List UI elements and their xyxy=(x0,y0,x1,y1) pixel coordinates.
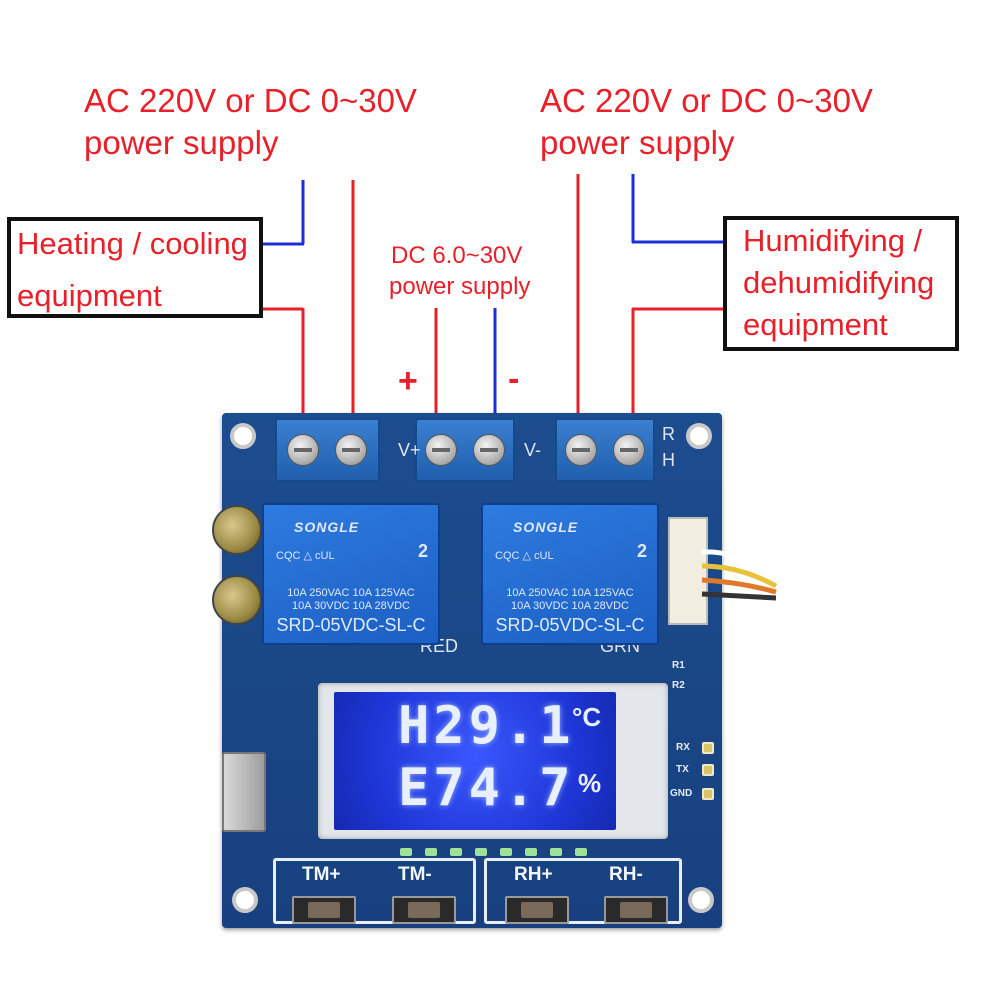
relay-spec-line2: 10A 30VDC 10A 28VDC xyxy=(510,600,630,612)
capacitor xyxy=(212,505,262,555)
relay-model: SRD-05VDC-SL-C xyxy=(276,615,426,635)
silk-tx: TX xyxy=(676,764,689,775)
left-box-line2: equipment xyxy=(17,278,162,313)
mount-hole-bl xyxy=(232,887,258,913)
right-box-line3: equipment xyxy=(743,307,888,342)
right-box-line2: dehumidifying xyxy=(743,265,935,300)
silk-gnd: GND xyxy=(670,788,693,799)
dc-supply-line1: DC 6.0~30V xyxy=(391,242,523,269)
mount-hole-tl xyxy=(230,423,256,449)
lcd-temp-unit: °C xyxy=(572,702,602,732)
heating-cooling-box: Heating / cooling equipment xyxy=(7,217,263,318)
relay-spec: 10A 250VAC 10A 125VAC 10A 30VDC 10A 28VD… xyxy=(270,587,432,613)
silk-v-plus: V+ xyxy=(398,440,421,460)
led xyxy=(425,848,437,856)
screw xyxy=(565,434,597,466)
lcd-display: H29.1 °C E74.7 % xyxy=(334,692,616,830)
pad-tx xyxy=(702,764,714,776)
tm-plus-button[interactable] xyxy=(292,896,356,924)
label-tm-plus: TM+ xyxy=(302,864,341,885)
screw xyxy=(335,434,367,466)
screw xyxy=(287,434,319,466)
right-box-line1: Humidifying / xyxy=(743,223,923,258)
relay-brand: SONGLE xyxy=(513,519,579,535)
led xyxy=(550,848,562,856)
silk-r1: R1 xyxy=(672,660,685,671)
mount-hole-tr xyxy=(686,423,712,449)
plus-label: + xyxy=(398,362,418,400)
led xyxy=(500,848,512,856)
relay-spec-line1: 10A 250VAC 10A 125VAC xyxy=(287,587,415,599)
relay-spec-line1: 10A 250VAC 10A 125VAC xyxy=(506,587,634,599)
right-supply-line2: power supply xyxy=(540,124,735,161)
silk-rh-r: R xyxy=(662,424,675,444)
button-panel-temp xyxy=(273,858,476,924)
relay-number: 2 xyxy=(636,541,647,561)
relay-certs: CQC △ cUL xyxy=(495,550,554,562)
silk-v-minus: V- xyxy=(524,440,542,460)
label-rh-minus: RH- xyxy=(609,864,643,885)
terminal-humidity xyxy=(555,418,655,482)
terminal-heating xyxy=(275,418,380,482)
led xyxy=(475,848,487,856)
label-tm-minus: TM- xyxy=(398,864,432,885)
led xyxy=(575,848,587,856)
pad-gnd xyxy=(702,788,714,800)
screw xyxy=(613,434,645,466)
minus-label: - xyxy=(508,360,520,398)
rh-minus-button[interactable] xyxy=(604,896,668,924)
relay-model: SRD-05VDC-SL-C xyxy=(495,615,645,635)
dc-supply-line2: power supply xyxy=(389,273,531,300)
controller-board xyxy=(222,413,722,928)
sensor-connector[interactable] xyxy=(668,517,708,625)
relay-right: SONGLE CQC △ cUL 2 10A 250VAC 10A 125VAC… xyxy=(481,503,659,645)
relay-certs: CQC △ cUL xyxy=(276,550,335,562)
led xyxy=(400,848,412,856)
relay-spec-line2: 10A 30VDC 10A 28VDC xyxy=(291,600,411,612)
label-rh-plus: RH+ xyxy=(514,864,553,885)
led xyxy=(525,848,537,856)
relay-number: 2 xyxy=(417,541,428,561)
screw xyxy=(473,434,505,466)
left-supply-line1: AC 220V or DC 0~30V xyxy=(84,82,417,119)
left-box-line1: Heating / cooling xyxy=(17,226,248,261)
mount-hole-br xyxy=(688,887,714,913)
micro-usb-port[interactable] xyxy=(222,752,266,832)
humidifying-box: Humidifying / dehumidifying equipment xyxy=(723,216,959,351)
lcd-humidity-unit: % xyxy=(578,768,602,798)
lcd-temperature: H29.1 xyxy=(398,696,575,756)
silk-r2: R2 xyxy=(672,680,685,691)
relay-brand: SONGLE xyxy=(294,519,360,535)
button-panel-rh xyxy=(484,858,682,924)
led xyxy=(450,848,462,856)
lcd-humidity: E74.7 xyxy=(398,758,575,818)
rh-plus-button[interactable] xyxy=(505,896,569,924)
left-supply-line2: power supply xyxy=(84,124,279,161)
terminal-power xyxy=(415,418,515,482)
right-supply-line1: AC 220V or DC 0~30V xyxy=(540,82,873,119)
tm-minus-button[interactable] xyxy=(392,896,456,924)
capacitor xyxy=(212,575,262,625)
relay-left: SONGLE CQC △ cUL 2 10A 250VAC 10A 125VAC… xyxy=(262,503,440,645)
pad-rx xyxy=(702,742,714,754)
silk-rx: RX xyxy=(676,742,690,753)
screw xyxy=(425,434,457,466)
sensor-cable xyxy=(701,549,778,601)
silk-rh-h: H xyxy=(662,450,675,470)
relay-spec: 10A 250VAC 10A 125VAC 10A 30VDC 10A 28VD… xyxy=(489,587,651,613)
